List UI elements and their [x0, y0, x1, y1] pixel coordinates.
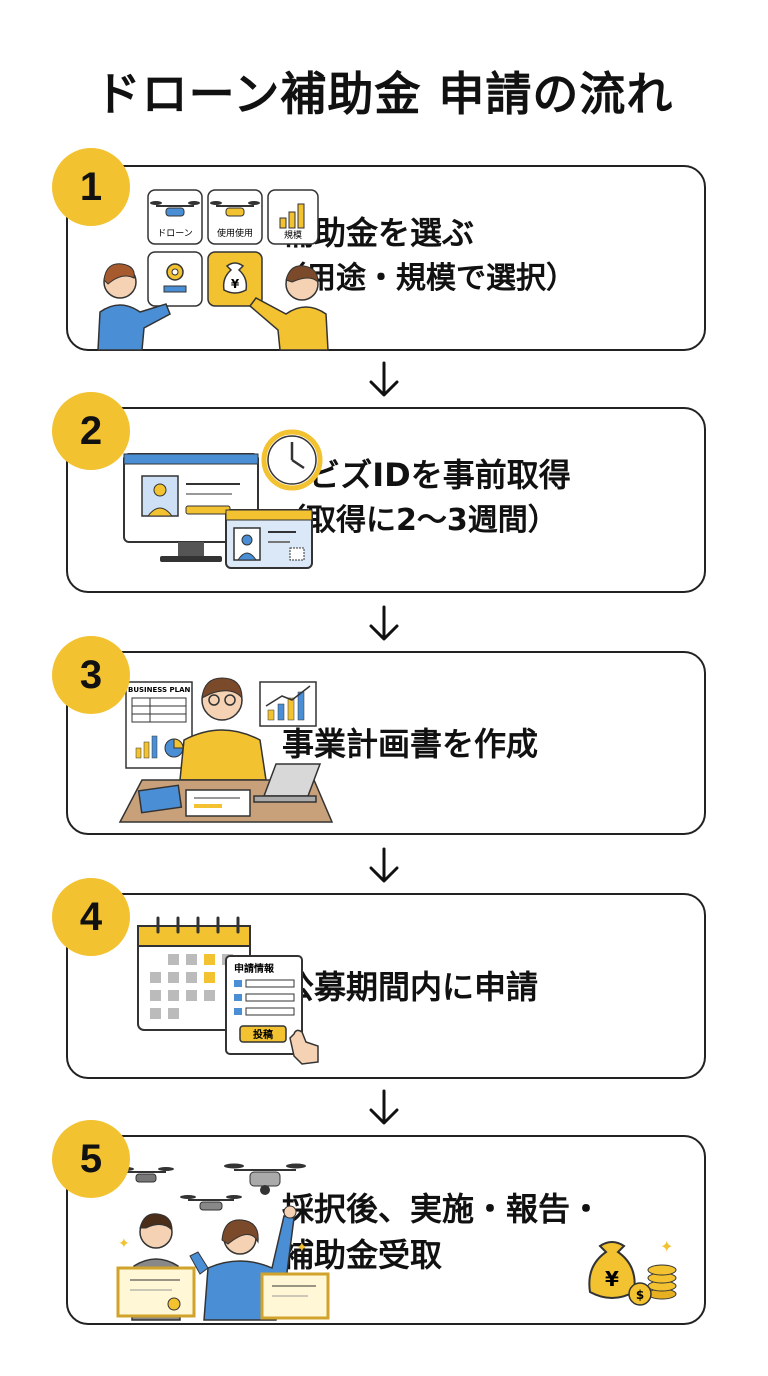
form-title: 申請情報	[234, 962, 275, 975]
step-1-illustration: ドローン 使用使用 規模 ¥	[97, 189, 329, 351]
woman-figure	[97, 263, 171, 351]
step-4-illustration: 申請情報 投稿	[137, 916, 319, 1065]
sparkle-icon: ✦	[660, 1237, 673, 1256]
application-form: 申請情報 投稿	[225, 955, 303, 1055]
doc-label: BUSINESS PLAN	[128, 686, 191, 694]
step-4-text-block: 公募期間内に申請	[282, 964, 538, 1010]
bar-chart-icon	[279, 203, 305, 229]
step-5-subtitle: 補助金受取	[282, 1236, 443, 1274]
svg-text:$: $	[636, 1288, 644, 1302]
pointing-hand-icon	[289, 1029, 319, 1065]
tile-label-drone: ドローン	[157, 229, 193, 239]
drone-icon	[180, 1195, 242, 1211]
growth-chart-icon	[259, 681, 317, 727]
svg-text:¥: ¥	[231, 277, 240, 291]
form-submit-label: 投稿	[253, 1028, 273, 1041]
step-5-title: 採択後、実施・報告・	[282, 1190, 603, 1228]
page-title: ドローン補助金 申請の流れ	[94, 67, 674, 121]
step-3-illustration: BUSINESS PLAN	[118, 677, 334, 823]
book-icon	[137, 784, 183, 814]
person-working-figure	[179, 677, 267, 781]
business-plan-document: BUSINESS PLAN	[125, 681, 193, 769]
id-card-icon	[225, 509, 313, 569]
step-2-text-block: GビズIDを事前取得 （取得に2〜3週間）	[276, 452, 571, 544]
drone-icon	[210, 201, 260, 217]
step-4-title: 公募期間内に申請	[282, 968, 539, 1006]
step-2-subtitle: （取得に2〜3週間）	[276, 503, 558, 538]
woman-celebrating-figure	[189, 1205, 330, 1321]
tile-label-scale: 規模	[284, 230, 302, 241]
drone-icon	[150, 201, 200, 217]
step-1-subtitle: （用途・規模で選択）	[276, 261, 576, 296]
drone-icon	[224, 1163, 306, 1195]
step-3-text-block: 事業計画書を作成	[282, 721, 538, 767]
sparkle-icon: ✦	[296, 1240, 308, 1256]
step-2-illustration	[123, 429, 323, 569]
man-with-certificate-figure	[116, 1213, 196, 1321]
gear-icon	[163, 263, 187, 293]
step-2-title: GビズIDを事前取得	[282, 456, 571, 494]
money-bag-icon: ¥	[588, 1241, 636, 1299]
step-4-badge: 4	[52, 878, 130, 956]
down-arrow-icon	[366, 846, 402, 886]
monitor-icon	[123, 453, 259, 562]
step-1-badge: 1	[52, 148, 130, 226]
money-bag-coins-illustration: ✦ ¥ $	[588, 1237, 677, 1306]
step-5-badge: 5	[52, 1120, 130, 1198]
down-arrow-icon	[366, 1088, 402, 1128]
down-arrow-icon	[366, 360, 402, 400]
svg-text:¥: ¥	[605, 1267, 619, 1291]
down-arrow-icon	[366, 604, 402, 644]
clock-icon	[261, 429, 323, 491]
step-5-text-block: 採択後、実施・報告・ 補助金受取	[282, 1186, 602, 1278]
paper-document	[185, 789, 251, 817]
laptop-icon	[253, 763, 322, 803]
money-bag-icon: ¥	[222, 262, 248, 294]
step-2-badge: 2	[52, 392, 130, 470]
sparkle-icon: ✦	[118, 1236, 130, 1252]
man-figure	[248, 265, 329, 351]
tile-label-usage: 使用使用	[217, 227, 253, 239]
coins-icon: $	[628, 1264, 677, 1306]
step-3-title: 事業計画書を作成	[282, 725, 539, 763]
step-3-badge: 3	[52, 636, 130, 714]
step-5-illustration: ✦ ✦	[116, 1163, 330, 1321]
